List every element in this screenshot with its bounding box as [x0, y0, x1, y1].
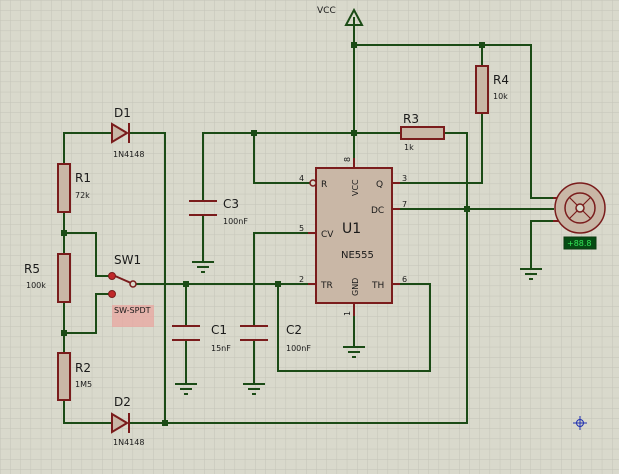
junction	[479, 42, 485, 48]
ic-ref-label: U1	[342, 221, 361, 237]
vcc-arrow-icon	[344, 7, 364, 26]
ic-u1[interactable]: U1 NE555 R Q DC CV TR TH VCC GND 4 8 3 7…	[299, 157, 407, 316]
pin-vcc-label: VCC	[351, 179, 360, 196]
pin-number-6: 6	[402, 275, 407, 284]
c1-value: 15nF	[211, 344, 231, 353]
pin-number-5: 5	[299, 224, 304, 233]
pin-number-1: 1	[343, 311, 352, 316]
resistor-r1[interactable]: R1 72k	[57, 163, 91, 213]
diode-triangle-icon	[111, 122, 129, 144]
junction	[61, 330, 67, 336]
switch-contact-upper	[108, 272, 116, 280]
resistor-r3[interactable]: R3 1k	[400, 112, 445, 152]
diode-d2[interactable]: D2 1N4148	[111, 395, 144, 447]
c3-value: 100nF	[223, 217, 248, 226]
switch-contact-lower	[108, 290, 116, 298]
vcc-terminal[interactable]: VCC	[317, 6, 364, 26]
motor-readout-value: +88.8	[567, 239, 592, 248]
pin-th-label: TH	[371, 281, 384, 291]
capacitor-c3[interactable]: C3 100nF	[189, 197, 248, 226]
junction	[464, 206, 470, 212]
resistor-r5[interactable]: R5 100k	[24, 253, 71, 303]
junction	[351, 42, 357, 48]
r4-value: 10k	[493, 92, 508, 101]
d1-ref: D1	[114, 106, 131, 120]
r1-value: 72k	[75, 191, 90, 200]
junction	[61, 230, 67, 236]
ground-ic	[343, 346, 365, 358]
wires	[63, 17, 556, 424]
motor-readout	[563, 236, 597, 250]
origin-marker	[573, 416, 587, 430]
junction	[251, 130, 257, 136]
capacitor-c2[interactable]: C2 100nF	[240, 323, 311, 353]
switch-sw1[interactable]: SW1 SW-SPDT	[108, 253, 155, 327]
sw1-value: SW-SPDT	[114, 306, 151, 315]
diode-triangle-icon	[111, 412, 129, 434]
pin-tr-label: TR	[320, 281, 333, 291]
c2-ref: C2	[286, 323, 302, 337]
sw1-ref: SW1	[114, 253, 141, 267]
d2-ref: D2	[114, 395, 131, 409]
ground-motor	[520, 268, 542, 280]
resistor-r4[interactable]: R4 10k	[475, 65, 509, 114]
pin-number-7: 7	[402, 200, 407, 209]
pin-number-4: 4	[299, 174, 304, 183]
pin-cv-label: CV	[321, 230, 334, 240]
r3-value: 1k	[404, 143, 414, 152]
junction	[351, 130, 357, 136]
pin-number-2: 2	[299, 275, 304, 284]
pin-q-label: Q	[376, 180, 383, 190]
reset-bubble-icon	[309, 179, 317, 187]
switch-common	[129, 280, 137, 288]
resistor-body	[57, 163, 71, 213]
diode-d1[interactable]: D1 1N4148	[111, 106, 144, 159]
motor-m1[interactable]: +88.8	[553, 182, 606, 250]
ground-c1	[175, 383, 197, 395]
resistor-body	[57, 352, 71, 401]
vcc-label: VCC	[317, 6, 336, 16]
c1-ref: C1	[211, 323, 227, 337]
pin-r-label: R	[321, 180, 327, 190]
d2-value: 1N4148	[113, 438, 144, 447]
junction	[183, 281, 189, 287]
r1-ref: R1	[75, 171, 91, 185]
switch-highlight	[112, 305, 154, 327]
pin-gnd-label: GND	[351, 278, 360, 296]
ground-c3	[192, 261, 214, 273]
junctions	[61, 42, 485, 426]
r3-ref: R3	[403, 112, 419, 126]
resistor-body	[57, 253, 71, 303]
c3-ref: C3	[223, 197, 239, 211]
r2-value: 1M5	[75, 380, 92, 389]
resistor-r2[interactable]: R2 1M5	[57, 352, 92, 401]
r5-value: 100k	[26, 281, 46, 290]
pin-dc-label: DC	[371, 206, 384, 216]
resistor-body	[400, 126, 445, 140]
switch-lever	[114, 275, 132, 284]
motor-rotor	[564, 192, 596, 224]
r2-ref: R2	[75, 361, 91, 375]
pin-number-3: 3	[402, 174, 407, 183]
ground-c2	[243, 383, 265, 395]
motor-shaft	[575, 203, 585, 213]
ic-body	[315, 167, 393, 304]
c2-value: 100nF	[286, 344, 311, 353]
junction	[275, 281, 281, 287]
d1-value: 1N4148	[113, 150, 144, 159]
pin-number-8: 8	[343, 157, 352, 162]
capacitor-c1[interactable]: C1 15nF	[172, 323, 231, 353]
ic-part-label: NE555	[341, 250, 374, 261]
r5-ref: R5	[24, 262, 40, 276]
junction	[162, 420, 168, 426]
r4-ref: R4	[493, 73, 509, 87]
resistor-body	[475, 65, 489, 114]
